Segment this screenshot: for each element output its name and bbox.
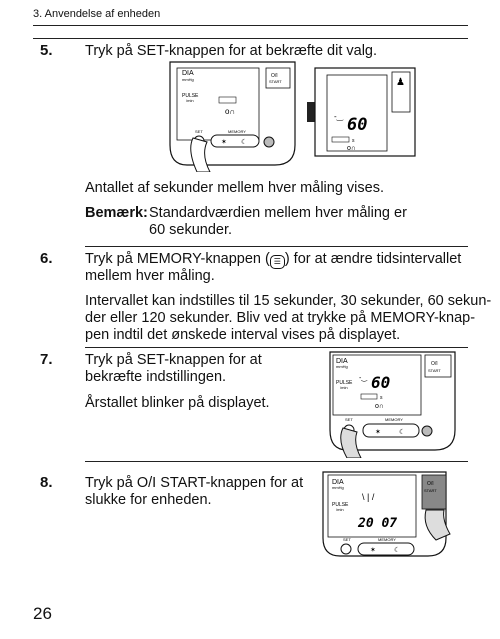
set-label: SET	[195, 129, 203, 134]
header-rule	[33, 25, 468, 26]
mmhg-label: mmHg	[332, 485, 344, 490]
step-6-para-2: der eller 120 sekunder. Bliv ved at tryk…	[85, 310, 476, 326]
remark-label: Bemærk:	[85, 205, 148, 221]
interval-indicator	[218, 96, 237, 104]
per-min-label: /min	[186, 98, 194, 103]
step-8-number: 8.	[40, 474, 53, 491]
oi-start-button[interactable]	[421, 474, 447, 510]
step-6-line-2: mellem hver måling.	[85, 268, 215, 284]
per-min-label: /min	[340, 385, 348, 390]
power-symbol: ᴏ∩	[225, 107, 235, 116]
step-8-illustration: DIA mmHg PULSE /min \ | / 20 07 O/I STAR…	[322, 471, 451, 557]
step-8-rule	[85, 461, 468, 462]
step-8-line-1: Tryk på O/I START-knappen for at	[85, 475, 304, 491]
step-5-number: 5.	[40, 42, 53, 59]
memory-button[interactable]	[362, 423, 420, 438]
power-symbol-detail: ᴏ∩	[347, 145, 356, 152]
start-label: START	[269, 79, 282, 84]
star-icon: ✶	[375, 428, 381, 436]
lcd-screen	[332, 354, 422, 416]
memory-label: MEMORY	[378, 537, 396, 542]
step-5-info: Antallet af sekunder mellem hver måling …	[85, 180, 384, 196]
step-5-text: Tryk på SET-knappen for at bekræfte dit …	[85, 43, 378, 59]
dia-label: DIA	[182, 70, 194, 77]
interval-bars-icon	[360, 393, 378, 400]
interval-display: 60	[347, 115, 367, 135]
pulse-label: PULSE	[336, 380, 353, 386]
indicator-light	[421, 425, 433, 437]
memory-button[interactable]	[210, 134, 260, 148]
finger-pointer	[424, 509, 451, 541]
section-header: 3. Anvendelse af enheden	[33, 8, 161, 20]
power-symbol: ᴏ∩	[375, 403, 384, 410]
set-label: SET	[343, 537, 351, 542]
start-label: START	[428, 368, 441, 373]
step-7-illustration: DIA mmHg PULSE /min 60 -‿ s ᴏ∩ O/I START…	[329, 351, 456, 458]
star-icon: ✶	[370, 546, 376, 554]
memory-button-icon: ☰	[269, 255, 285, 269]
step-7-line-2: bekræfte indstillingen.	[85, 369, 227, 385]
seconds-unit: s	[352, 138, 355, 144]
seconds-unit: s	[380, 395, 383, 401]
oi-label: O/I	[427, 481, 434, 487]
year-display: 20 07	[357, 516, 397, 531]
pulse-label: PULSE	[182, 93, 199, 99]
person-icon: ♟	[396, 77, 405, 88]
interval-bars-icon	[331, 136, 350, 143]
oi-start-button[interactable]	[265, 67, 291, 89]
start-label: START	[424, 488, 437, 493]
dia-label: DIA	[332, 479, 344, 486]
pulse-label: PULSE	[332, 502, 349, 508]
remark-line-2: 60 sekunder.	[149, 222, 233, 238]
per-min-label: /min	[336, 507, 344, 512]
step-6-para-1: Intervallet kan indstilles til 15 sekund…	[85, 293, 492, 309]
mmhg-label: mmHg	[182, 77, 194, 82]
star-icon: ✶	[221, 138, 227, 146]
interval-display: 60	[371, 373, 390, 392]
memory-button[interactable]	[357, 542, 415, 556]
step-6-text-a: Tryk på MEMORY-knappen (	[85, 251, 270, 267]
blink-marks-left: -‿	[334, 112, 344, 121]
oi-start-button[interactable]	[424, 354, 452, 378]
mmhg-label: mmHg	[336, 364, 348, 369]
moon-icon: ☾	[399, 428, 405, 436]
step-6-rule	[85, 246, 468, 247]
set-label: SET	[345, 417, 353, 422]
step-6-text-b: ) for at ændre tidsintervallet	[284, 251, 462, 267]
step-7-rule	[85, 347, 468, 348]
finger-pointer	[190, 137, 211, 172]
memory-label: MEMORY	[385, 417, 403, 422]
step-7-number: 7.	[40, 351, 53, 368]
step-5-illustration: DIA mmHg PULSE /min ᴏ∩ O/I START SET MEM…	[169, 61, 416, 172]
remark-line-1: Standardværdien mellem hver måling er	[149, 205, 407, 221]
step-7-info: Årstallet blinker på displayet.	[85, 395, 270, 411]
dia-label: DIA	[336, 358, 348, 365]
oi-label: O/I	[271, 73, 278, 79]
step-8-line-2: slukke for enheden.	[85, 492, 212, 508]
step-5-rule	[33, 38, 468, 39]
blink-marks-left: -‿	[359, 375, 367, 382]
lcd-screen	[327, 474, 417, 538]
indicator-light	[263, 136, 275, 148]
blood-pressure-monitor: DIA mmHg PULSE /min ᴏ∩ O/I START SET MEM…	[169, 61, 296, 172]
set-button[interactable]	[340, 543, 352, 555]
blink-marks: \ | /	[362, 492, 375, 502]
step-6-para-3: pen indtil det ønskede interval vises på…	[85, 327, 401, 343]
step-6-number: 6.	[40, 250, 53, 267]
moon-icon: ☾	[394, 546, 400, 554]
oi-label: O/I	[431, 361, 438, 367]
display-detail: ♟ 60 -‿ s ᴏ∩	[314, 67, 416, 157]
page-number: 26	[33, 604, 52, 623]
finger-pointer	[340, 427, 362, 458]
step-7-line-1: Tryk på SET-knappen for at	[85, 352, 262, 368]
moon-icon: ☾	[241, 138, 247, 146]
step-6-text: Tryk på MEMORY-knappen (☰) for at ændre …	[85, 251, 461, 269]
memory-label: MEMORY	[228, 129, 246, 134]
